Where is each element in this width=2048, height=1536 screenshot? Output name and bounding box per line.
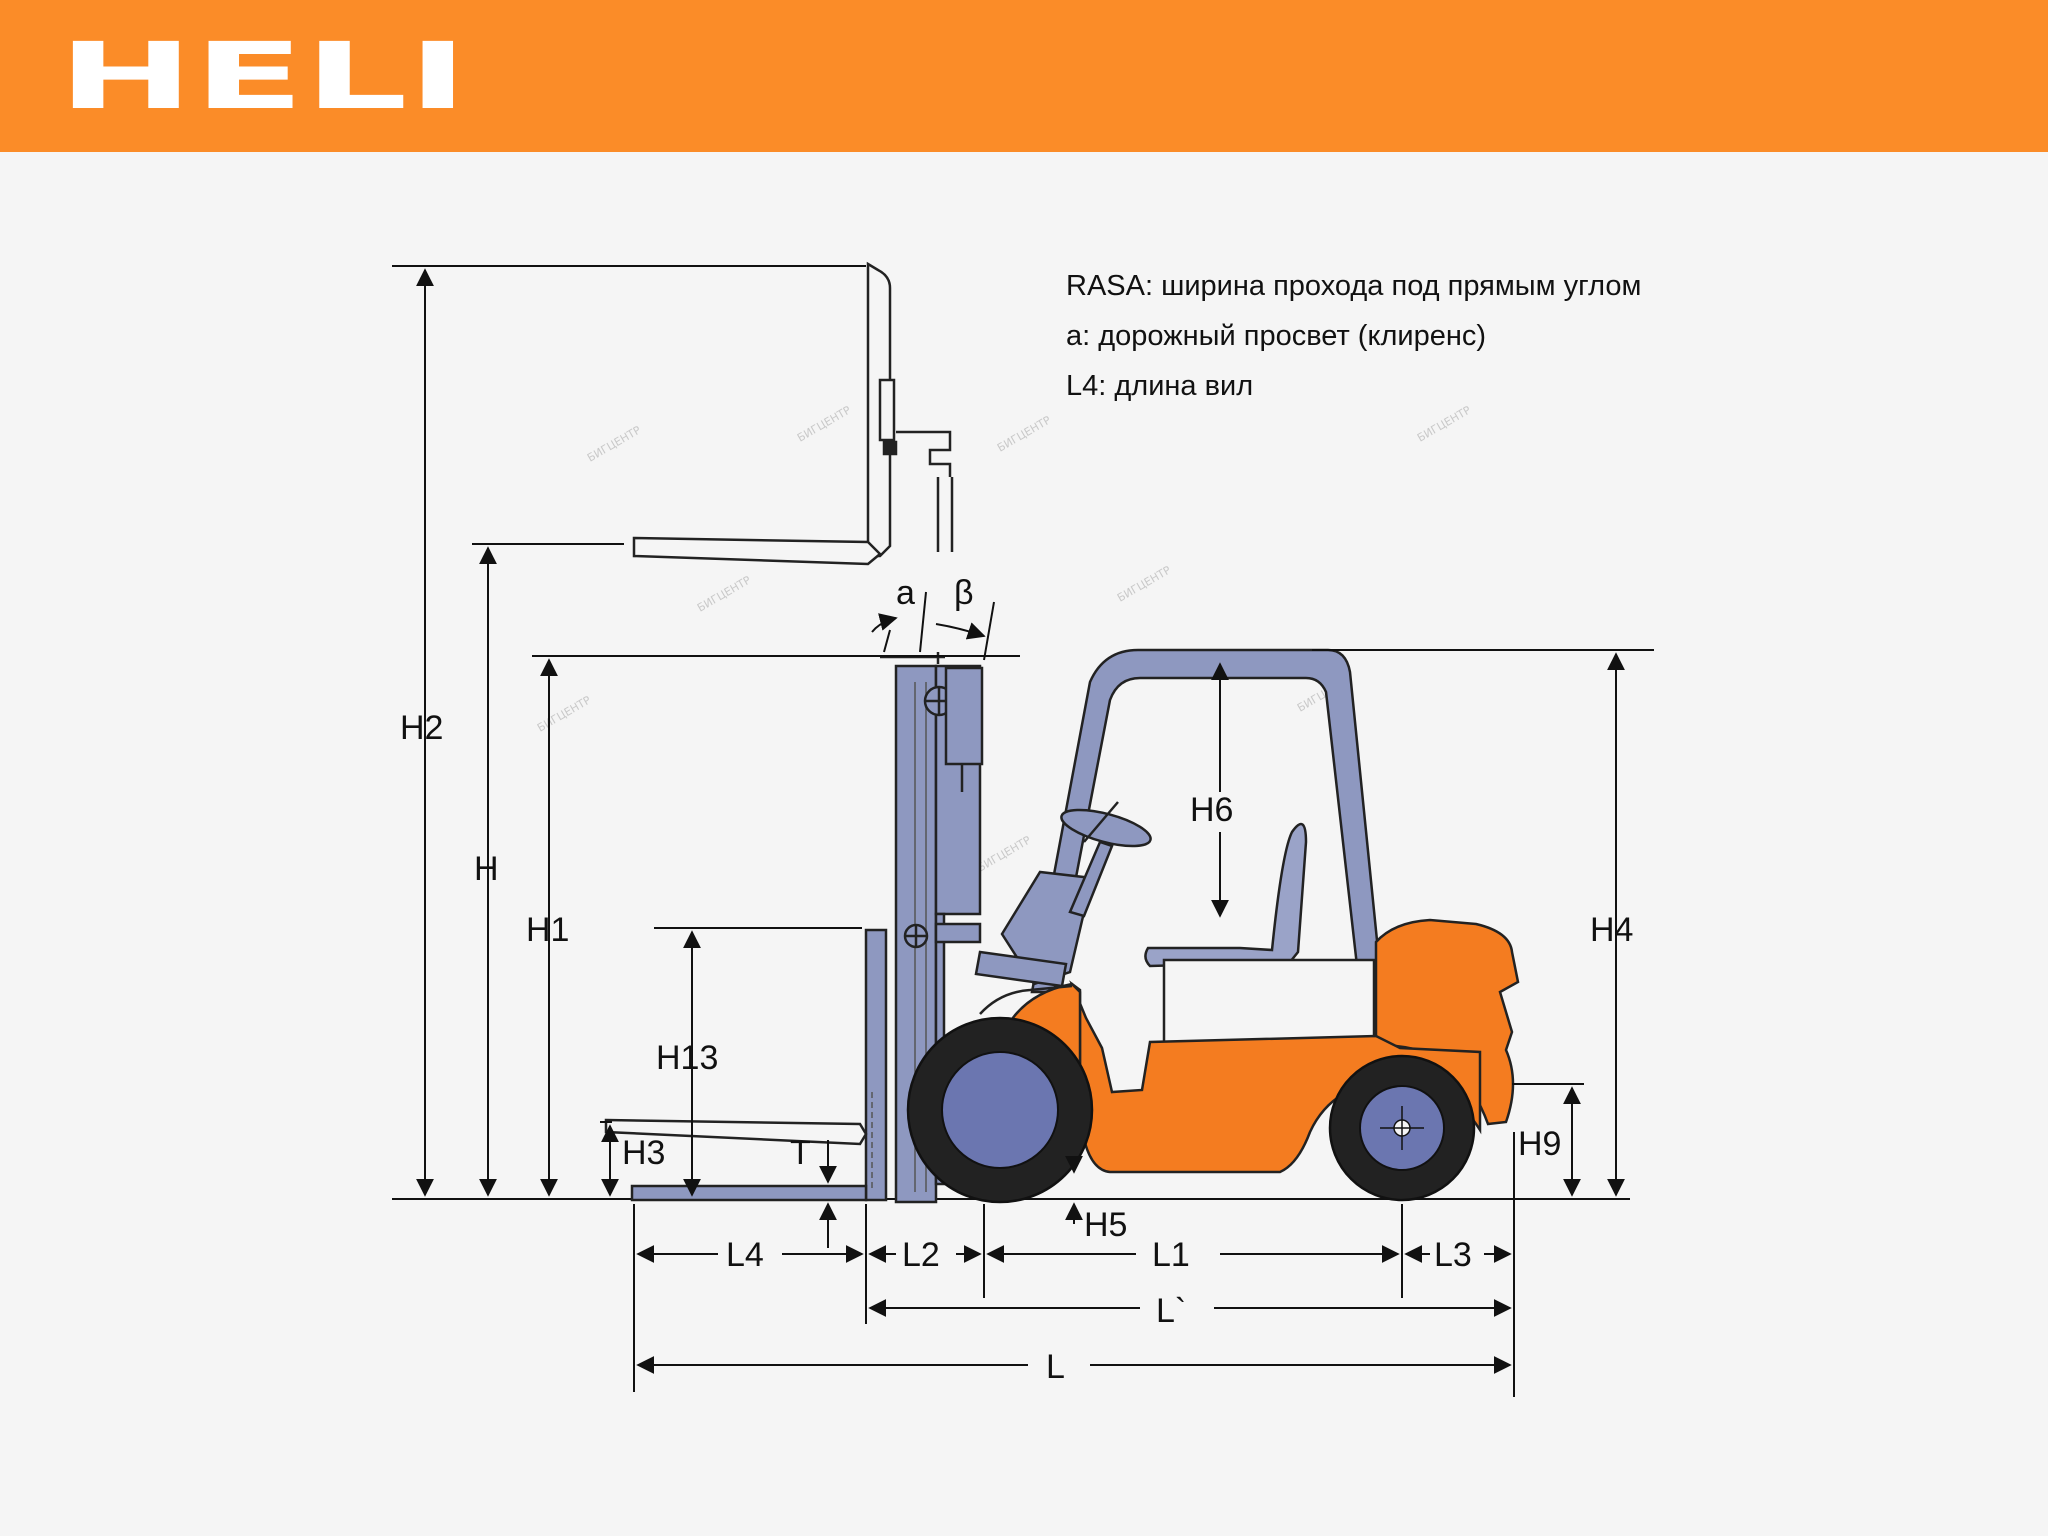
watermark: БИГЦЕНТР <box>975 833 1033 874</box>
watermark: БИГЦЕНТР <box>1115 563 1173 604</box>
label-l-prime: L` <box>1156 1292 1186 1330</box>
legend: RASA: ширина прохода под прямым углом a:… <box>1066 270 1641 402</box>
legend-fork-length: L4: длина вил <box>1066 370 1253 402</box>
label-h5: H5 <box>1084 1206 1127 1244</box>
label-h6: H6 <box>1190 791 1233 829</box>
label-l3: L3 <box>1434 1236 1472 1274</box>
brand-name: HELI <box>58 36 468 116</box>
brand-header: HELI <box>0 0 2048 152</box>
watermark: БИГЦЕНТР <box>585 423 643 464</box>
forklift-dimension-diagram: БИГЦЕНТР БИГЦЕНТР БИГЦЕНТР БИГЦЕНТР БИГЦ… <box>392 261 1654 1397</box>
lowered-fork <box>604 922 982 1202</box>
label-l4: L4 <box>726 1236 764 1274</box>
dimension-lines <box>392 265 1654 1397</box>
label-h2: H2 <box>400 709 443 747</box>
label-l: L <box>1046 1348 1065 1386</box>
raised-fork <box>632 261 954 566</box>
steering-assembly <box>974 801 1152 988</box>
rear-wheel <box>1328 1054 1476 1202</box>
watermark: БИГЦЕНТР <box>1415 403 1473 444</box>
legend-rasa: RASA: ширина прохода под прямым углом <box>1066 270 1641 302</box>
label-alpha: a <box>896 574 915 612</box>
forklift <box>604 261 1520 1204</box>
label-h1: H1 <box>526 911 569 949</box>
front-wheel <box>906 1016 1094 1204</box>
label-h4: H4 <box>1590 911 1633 949</box>
label-l1: L1 <box>1152 1236 1190 1274</box>
watermark: БИГЦЕНТР <box>795 403 853 444</box>
label-h13: H13 <box>656 1039 718 1077</box>
label-h: H <box>474 850 499 888</box>
operator-seat <box>1144 822 1376 1050</box>
label-t: T <box>790 1134 811 1172</box>
dimension-labels: H2 H H1 H13 H3 T H5 H6 H4 H9 a β L4 L2 L… <box>400 574 1633 1386</box>
heli-logo: HELI <box>58 36 468 116</box>
label-h3: H3 <box>622 1134 665 1172</box>
watermark: БИГЦЕНТР <box>535 693 593 734</box>
legend-clearance: a: дорожный просвет (клиренс) <box>1066 320 1486 352</box>
label-h9: H9 <box>1518 1125 1561 1163</box>
watermark: БИГЦЕНТР <box>695 573 753 614</box>
label-beta: β <box>954 574 974 612</box>
label-l2: L2 <box>902 1236 940 1274</box>
watermark: БИГЦЕНТР <box>995 413 1053 454</box>
